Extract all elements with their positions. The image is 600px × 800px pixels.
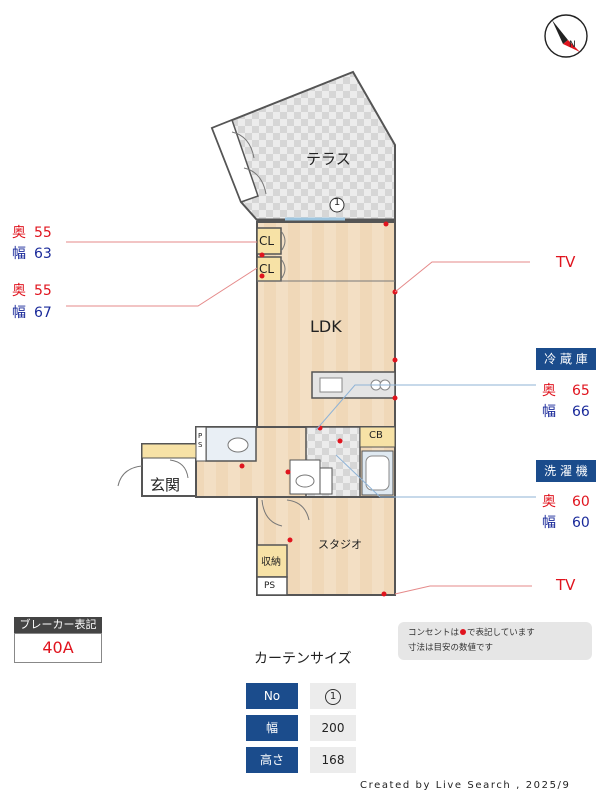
curtain-title: カーテンサイズ [254,651,352,667]
storage-label: 収納 [261,557,281,568]
closet-2-label: CL [259,262,275,276]
tv-label-studio: TV [556,576,576,594]
cb-label: CB [369,430,383,441]
leader-lines [66,241,536,595]
curtain-width-header: 幅 [246,715,298,741]
curtain-height-value: 168 [310,747,356,773]
terrace-label: テラス [306,150,351,168]
tv-label-ldk: TV [556,253,576,271]
fridge-tag: 冷 蔵 庫 [536,348,596,370]
closet-1-label: CL [259,234,275,248]
terrace-area [210,70,396,222]
studio-label: スタジオ [318,538,362,551]
curtain-no-header: No [246,683,298,709]
entrance-label: 玄関 [150,476,181,494]
curtain-height-header: 高さ [246,747,298,773]
ldk-label: LDK [310,317,342,336]
credit-text: Created by Live Search , 2025/9 [360,780,571,791]
ps-label: PS [264,581,276,591]
svg-text:N: N [569,40,576,50]
curtain-no-value: 1 [310,683,356,709]
outlet-markers [239,221,398,597]
outlet-dot-icon [460,629,467,635]
window-number: 1 [333,197,341,208]
ps-small-label: P S [198,432,203,449]
legend-note: コンセントはで表記しています 寸法は目安の数値です [398,622,592,660]
washer-tag: 洗 濯 機 [536,460,596,482]
breaker-title: ブレーカー表記 [14,617,102,633]
curtain-width-value: 200 [310,715,356,741]
compass-icon: N [544,14,588,58]
breaker-value: 40A [14,633,102,663]
